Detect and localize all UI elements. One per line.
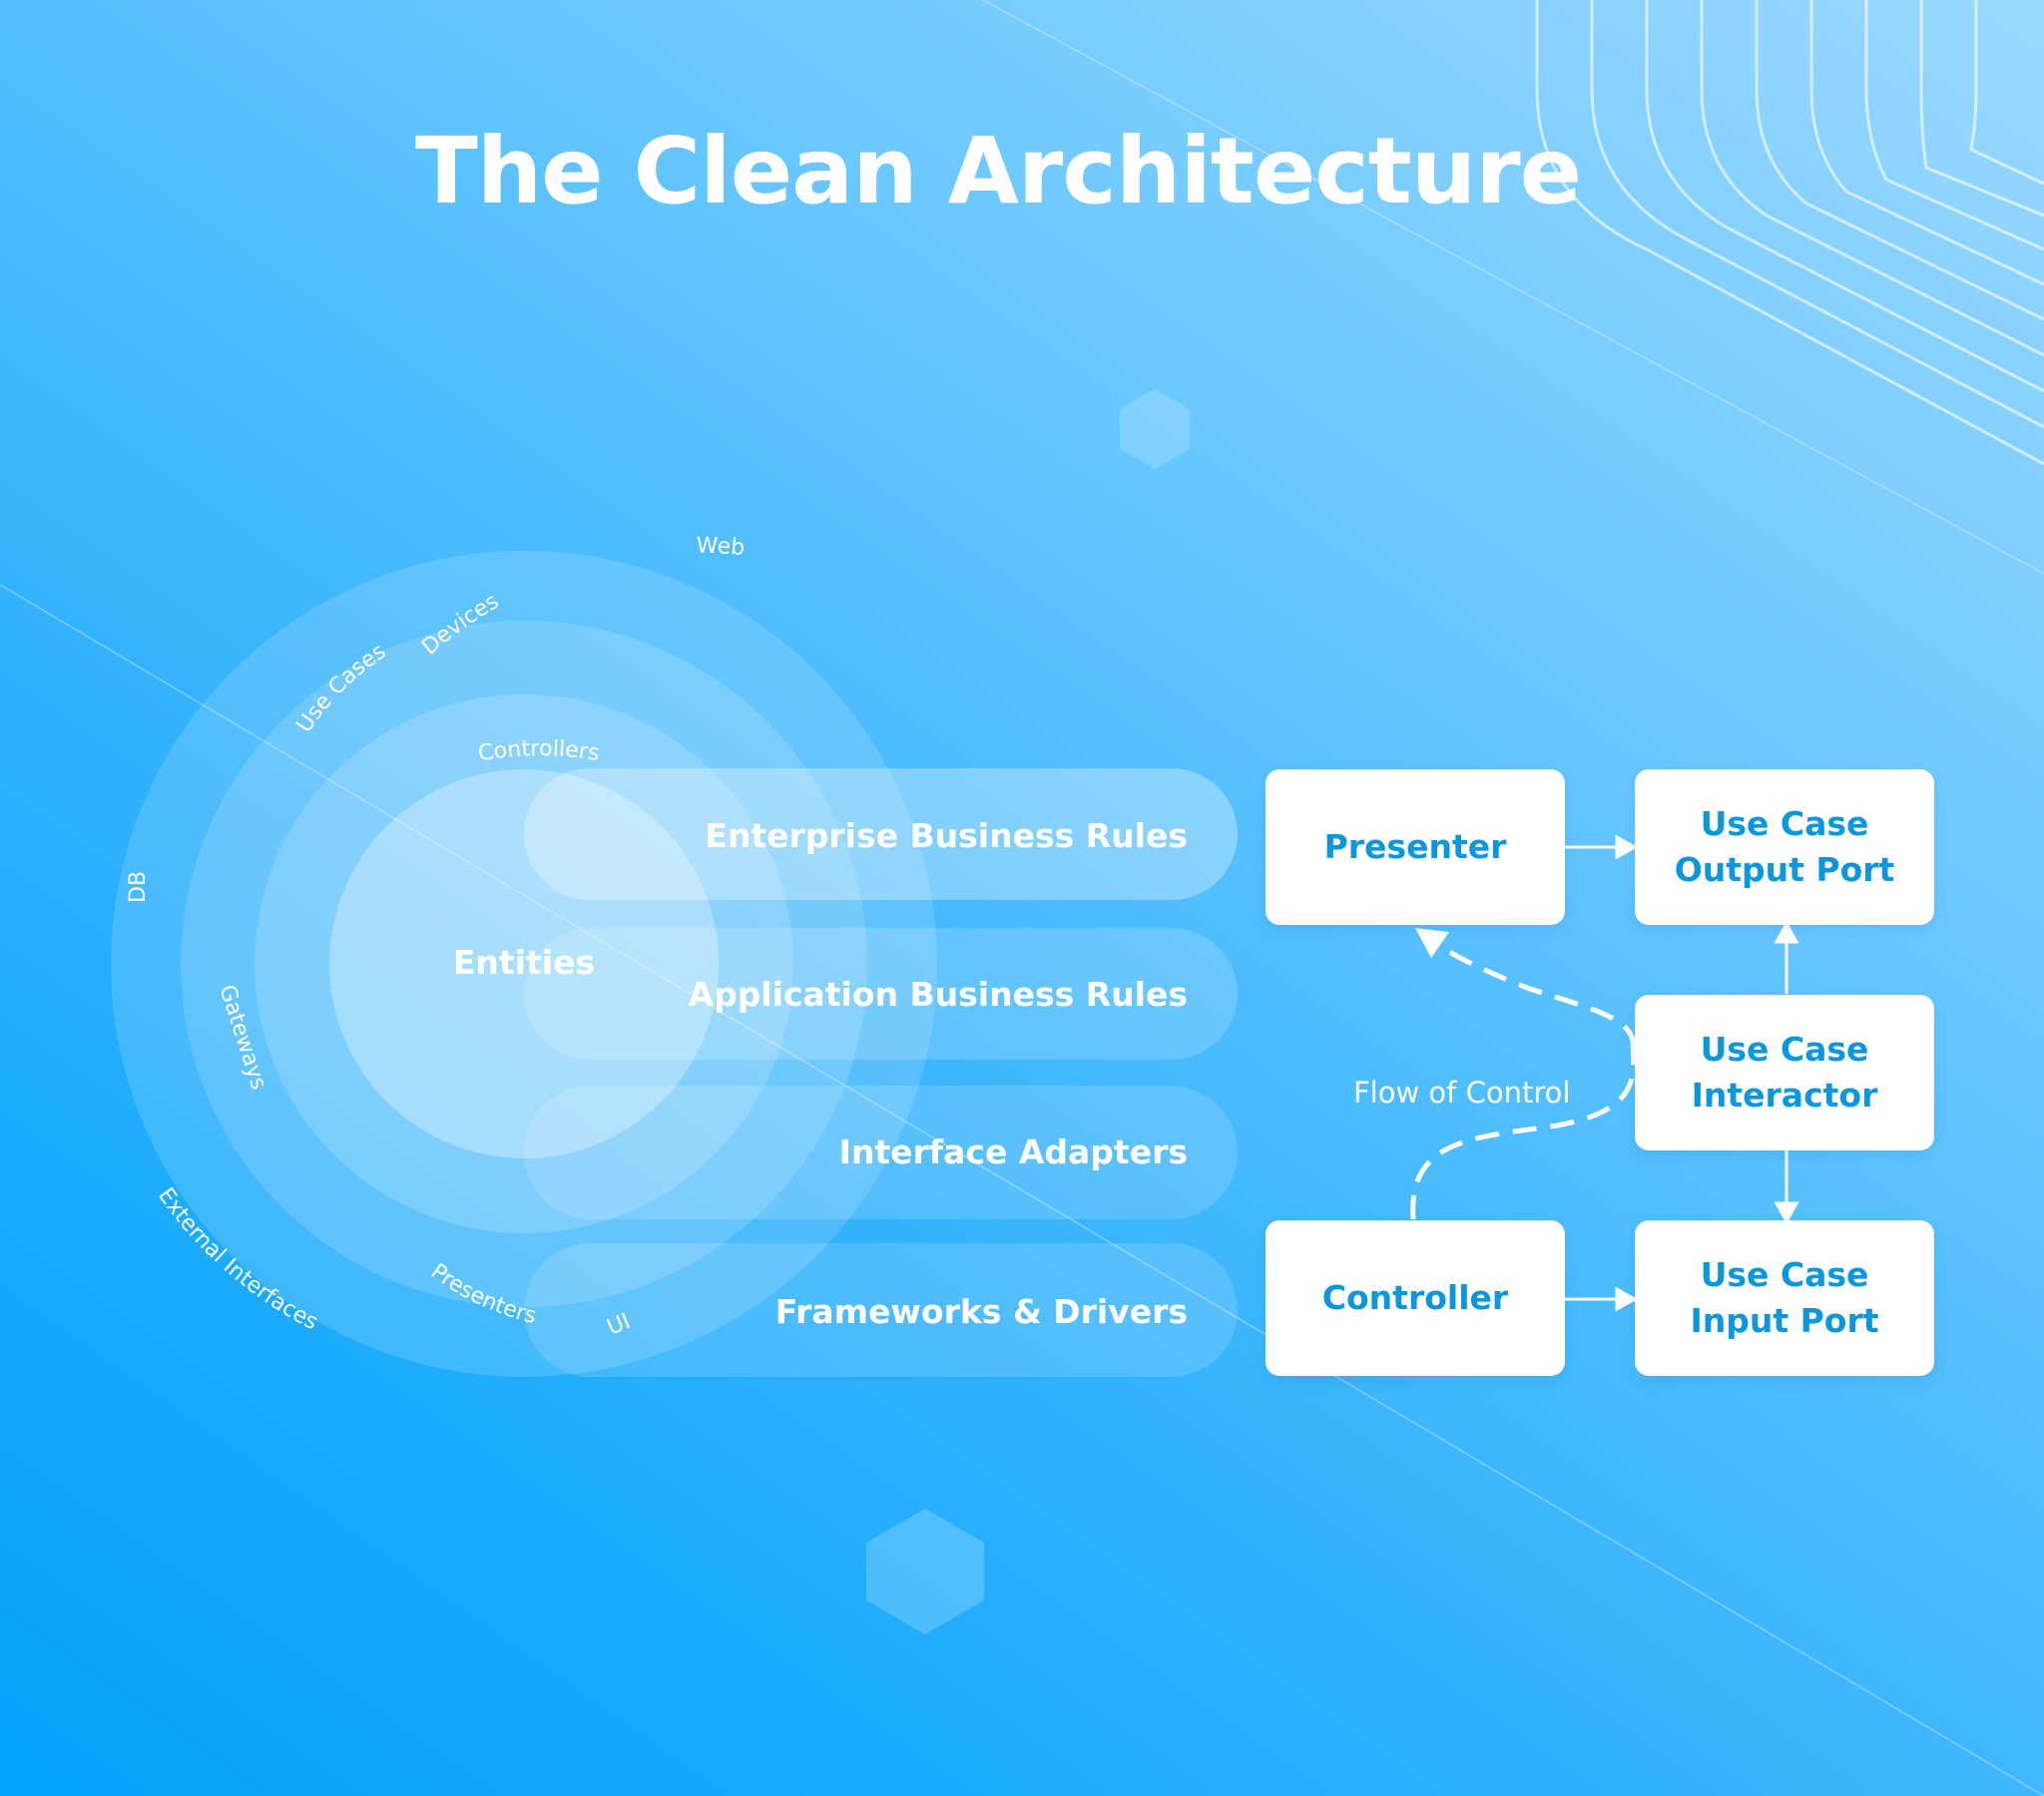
presenter-label: Presenter: [1323, 826, 1507, 866]
use-case-input-port-box: Use Case Input Port: [1635, 1220, 1934, 1376]
controller-box: Controller: [1266, 1220, 1565, 1376]
enterprise-business-rules-label: Enterprise Business Rules: [705, 816, 1188, 855]
use-case-interactor-label: Use Case Interactor: [1691, 1029, 1878, 1115]
diagonal-line: [0, 584, 2044, 1796]
interface-adapters-label: Interface Adapters: [839, 1132, 1188, 1171]
arrowhead: [1774, 920, 1799, 944]
enterprise-business-rules-layer: [329, 768, 1238, 1158]
flow-arrowhead: [1415, 928, 1449, 958]
application-business-rules-label: Application Business Rules: [689, 975, 1188, 1014]
use-case-input-port-label: Use Case Input Port: [1690, 1254, 1879, 1340]
flow-controller-to-interactor: [1410, 1047, 1637, 1220]
hexagon-decoration: [1120, 389, 1190, 469]
arrowhead: [1615, 834, 1639, 860]
use-case-interactor-box: Use Case Interactor: [1635, 995, 1934, 1150]
frameworks-drivers-label: Frameworks & Drivers: [775, 1292, 1188, 1331]
db-label: DB: [126, 871, 151, 903]
arrowhead: [1774, 1201, 1799, 1225]
application-business-rules-layer: [255, 694, 1238, 1233]
diagonal-line: [982, 0, 2044, 575]
corner-arcs: [1535, 0, 2044, 466]
use-case-output-port-box: Use Case Output Port: [1635, 769, 1934, 925]
hexagon-decoration: [866, 1509, 984, 1634]
flow-interactor-to-presenter: [1427, 936, 1636, 1049]
web-label: Web: [697, 534, 747, 561]
controller-label: Controller: [1321, 1277, 1509, 1317]
entities-label: Entities: [453, 943, 595, 982]
use-case-output-port-label: Use Case Output Port: [1674, 803, 1895, 889]
frameworks-drivers-layer: [111, 551, 1238, 1377]
arrows: [1565, 834, 1799, 1312]
interface-adapters-layer: [181, 621, 1238, 1307]
svg-text:Web: Web: [697, 534, 747, 561]
presenter-box: Presenter: [1266, 769, 1565, 925]
flow-of-control-label: Flow of Control: [1353, 1076, 1571, 1110]
arrowhead: [1615, 1286, 1639, 1312]
page-title: The Clean Architecture: [414, 118, 1582, 224]
flow-of-control-path: [1410, 936, 1637, 1220]
